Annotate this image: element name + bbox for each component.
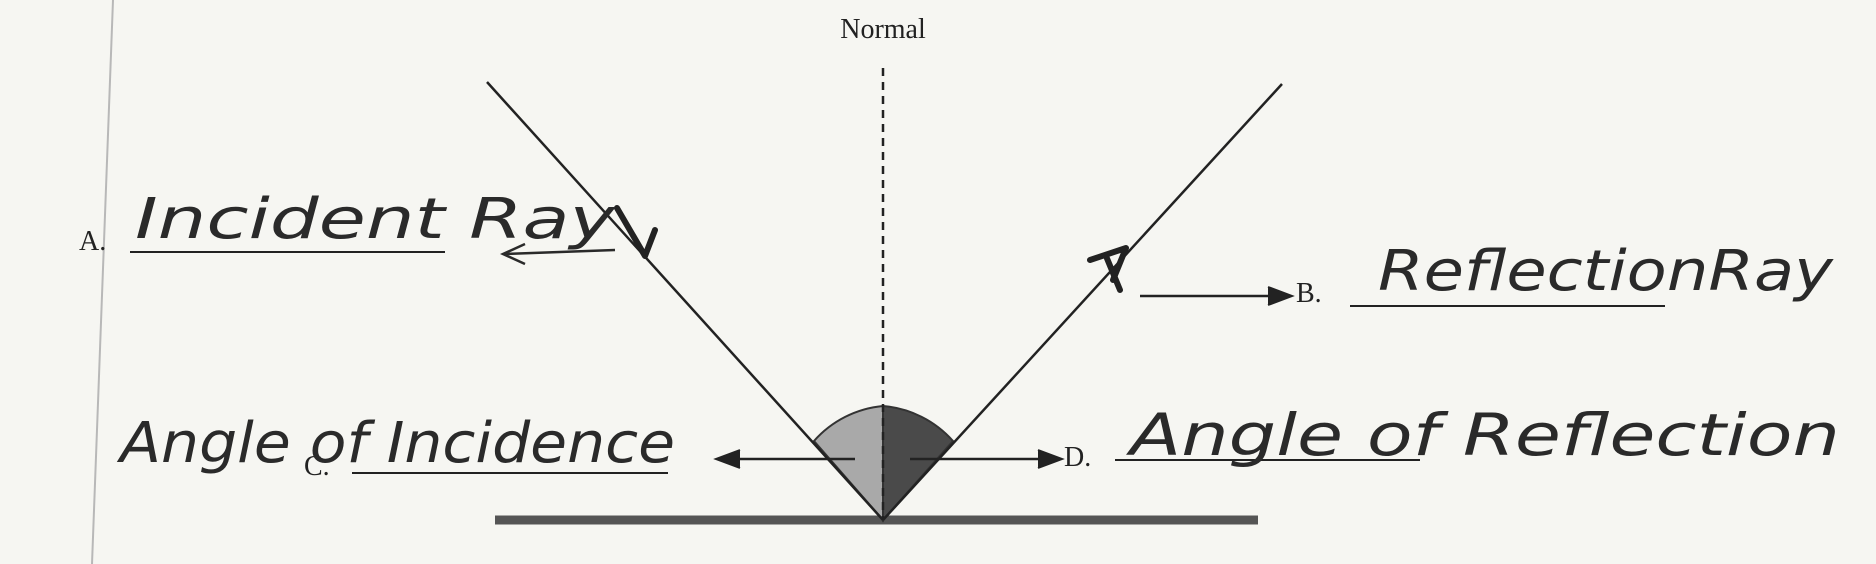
- reflected-ray-arrow-stroke: [1103, 253, 1123, 293]
- incident-ray-arrowhead: [614, 205, 658, 259]
- pointer-c-arrowhead: [713, 449, 741, 469]
- label-b-letter: B.: [1296, 278, 1322, 309]
- label-d-letter: D.: [1064, 442, 1091, 473]
- reflected-ray: [882, 83, 1283, 521]
- label-c-answer: Angle of Incidence: [117, 411, 675, 476]
- label-a-answer: Incident Ray: [135, 187, 616, 252]
- pointer-d-arrowhead: [1037, 449, 1065, 469]
- label-b-answer: ReflectionRay: [1378, 239, 1834, 304]
- page-margin-line: [91, 0, 114, 564]
- angle-of-reflection-wedge: [882, 404, 955, 523]
- label-c-letter: C.: [304, 451, 330, 482]
- incident-ray: [486, 81, 884, 521]
- reflected-ray-arrowhead: [1087, 245, 1129, 283]
- pointer-a-arrowhead: [499, 242, 526, 266]
- pointer-b-arrowhead: [1267, 286, 1295, 306]
- label-a-letter: A.: [79, 226, 106, 257]
- label-d-answer: Angle of Reflection: [1125, 401, 1840, 469]
- angle-of-incidence-wedge: [812, 404, 884, 523]
- normal-label: Normal: [840, 14, 926, 45]
- pointer-a: [504, 248, 616, 256]
